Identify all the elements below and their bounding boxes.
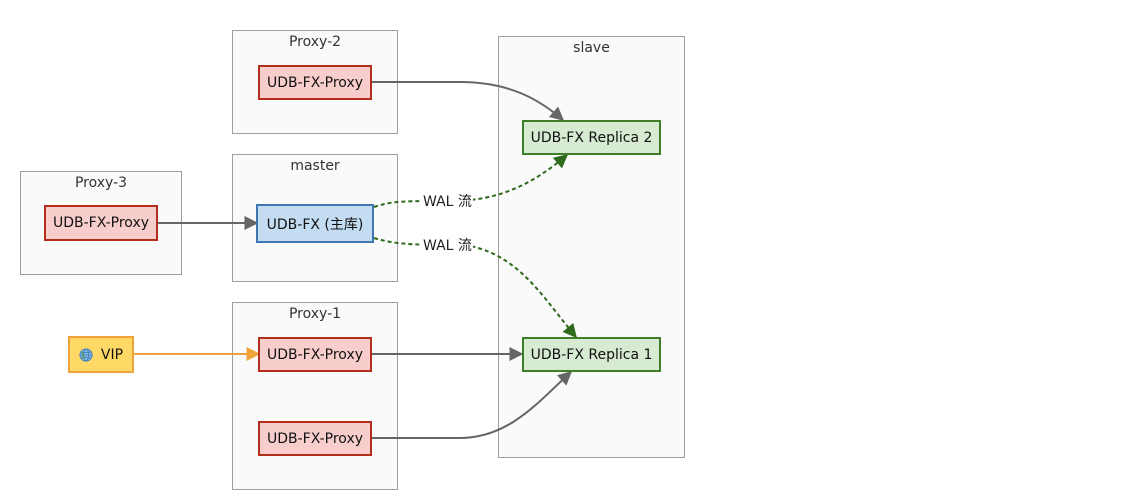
node-proxy1-udb-fx-proxy-b[interactable]: UDB-FX-Proxy [258,421,372,456]
cluster-title-proxy-2: Proxy-2 [288,34,342,50]
cluster-title-master: master [290,158,340,174]
cluster-title-proxy-1: Proxy-1 [288,306,342,322]
edge-label-wal-2: WAL 流 [422,238,473,254]
cluster-title-slave: slave [573,40,610,56]
node-primary-udb-fx[interactable]: UDB-FX (主库) [256,204,374,243]
node-replica-1[interactable]: UDB-FX Replica 1 [522,337,661,372]
node-vip[interactable]: VIP [68,336,134,373]
node-proxy1-udb-fx-proxy-a[interactable]: UDB-FX-Proxy [258,337,372,372]
edge-primary-to-replica2-wal [373,154,569,208]
cluster-slave: slave [498,36,685,458]
globe-icon [79,347,93,362]
cluster-proxy-1: Proxy-1 [232,302,398,490]
edge-proxy1b-to-replica1 [372,371,573,439]
node-replica-2[interactable]: UDB-FX Replica 2 [522,120,661,155]
cluster-title-proxy-3: Proxy-3 [74,175,128,191]
node-proxy3-udb-fx-proxy[interactable]: UDB-FX-Proxy [44,205,158,241]
edge-primary-to-replica1-wal [373,237,577,339]
node-vip-label: VIP [100,346,124,363]
edge-proxy2-to-replica2 [372,81,565,121]
node-proxy2-udb-fx-proxy[interactable]: UDB-FX-Proxy [258,65,372,100]
edge-label-wal-1: WAL 流 [422,194,473,210]
